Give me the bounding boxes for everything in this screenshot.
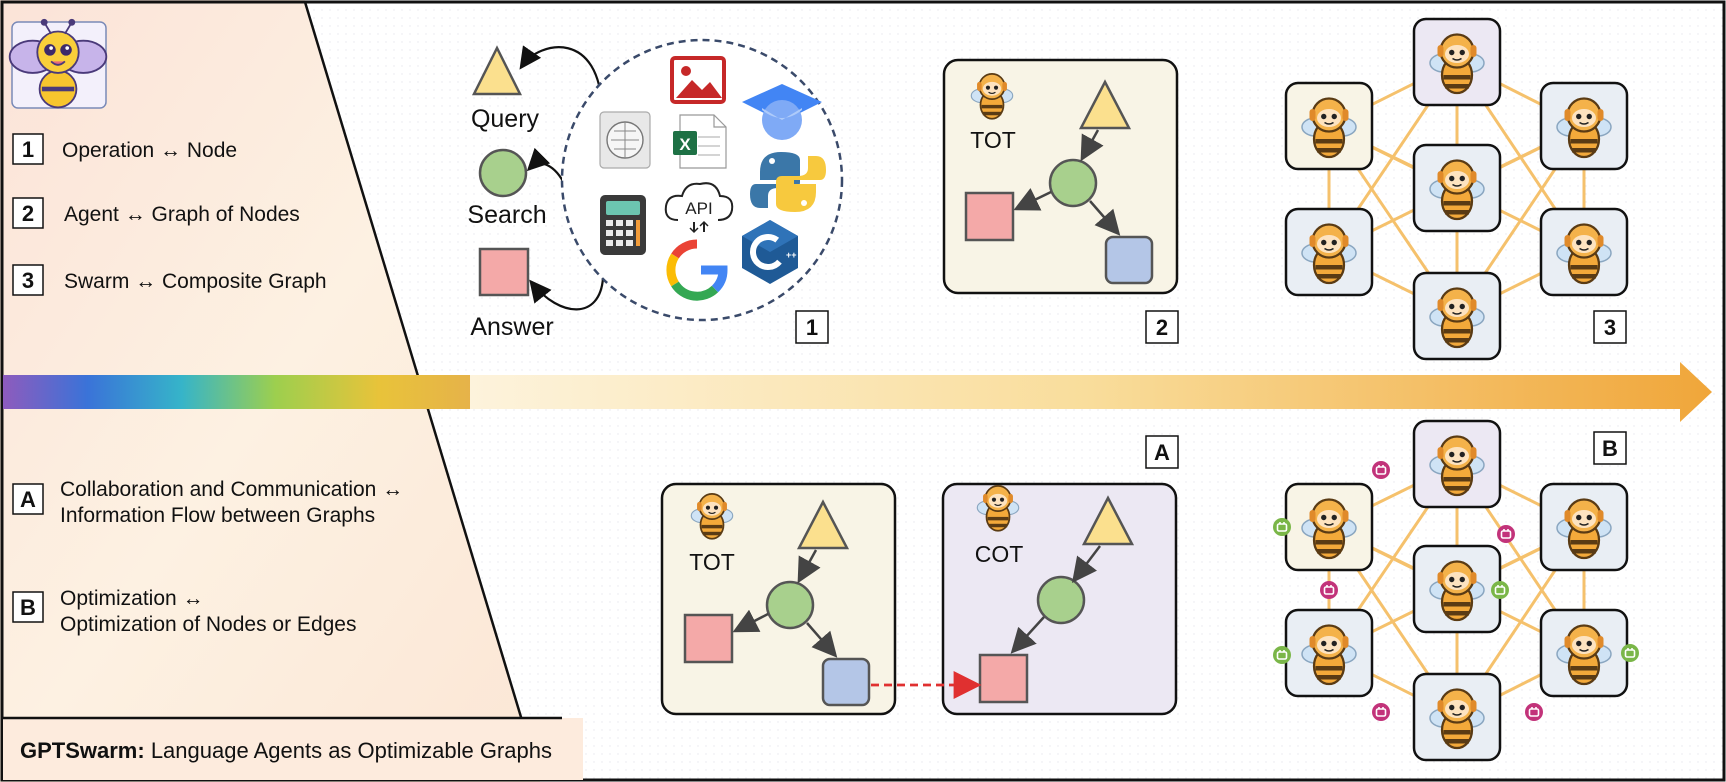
rainbow-band bbox=[3, 375, 473, 409]
agent-node-center bbox=[1412, 544, 1502, 634]
footer-bold: GPTSwarm: bbox=[20, 738, 145, 763]
excel-icon: X bbox=[673, 114, 727, 169]
agent-node-upper-left bbox=[1284, 482, 1374, 572]
api-cloud-icon: API bbox=[664, 182, 734, 234]
optimization-badge-icon bbox=[1524, 702, 1544, 722]
optimization-badge-icon bbox=[1272, 645, 1292, 665]
search-label: Search bbox=[467, 201, 546, 229]
optimization-badge-icon bbox=[1496, 524, 1516, 544]
agent-node-top bbox=[1412, 419, 1502, 509]
scholar-icon bbox=[742, 84, 822, 140]
answer-arrow bbox=[529, 277, 605, 311]
agent-node-upper-right bbox=[1539, 81, 1629, 171]
optimization-badge-icon bbox=[1371, 460, 1391, 480]
search-circle bbox=[478, 148, 528, 198]
agent-node-lower-left bbox=[1284, 608, 1374, 698]
legend-item-2: 2 Agent ↔ Graph of Nodes bbox=[12, 197, 300, 229]
bee-logo-icon bbox=[8, 18, 108, 109]
agent-node-top bbox=[1412, 17, 1502, 107]
legend-text: Swarm ↔ Composite Graph bbox=[64, 270, 327, 293]
legend-text: Operation ↔ Node bbox=[62, 139, 237, 162]
query-triangle bbox=[471, 45, 523, 96]
panel-3-number: 3 bbox=[1604, 315, 1616, 340]
optimization-badge-icon bbox=[1319, 580, 1339, 600]
legend-item-1: 1 Operation ↔ Node bbox=[12, 133, 237, 165]
answer-label: Answer bbox=[470, 313, 553, 341]
footer-title: GPTSwarm: Language Agents as Optimizable… bbox=[3, 716, 583, 780]
legend-key: A bbox=[20, 487, 36, 512]
google-icon bbox=[666, 239, 728, 301]
answer-square bbox=[478, 247, 530, 297]
panel-A-number: A bbox=[1154, 440, 1170, 465]
query-label: Query bbox=[471, 105, 540, 133]
agent-node-lower-right bbox=[1539, 207, 1629, 297]
legend-key: 1 bbox=[22, 137, 34, 162]
python-icon bbox=[750, 152, 826, 212]
legend-item-A: A Collaboration and Communication ↔ Info… bbox=[12, 478, 403, 527]
panel-2-agent: TOT 2 bbox=[942, 58, 1179, 344]
agent-node-lower-right bbox=[1539, 608, 1629, 698]
panel-1-number: 1 bbox=[806, 315, 818, 340]
legend-text-line1: Collaboration and Communication ↔ bbox=[60, 478, 403, 501]
image-icon bbox=[670, 56, 726, 104]
wikipedia-icon bbox=[599, 111, 651, 169]
agent-node-upper-left bbox=[1284, 81, 1374, 171]
svg-text:++: ++ bbox=[786, 250, 797, 260]
circle-node bbox=[1048, 158, 1098, 208]
square-node-red bbox=[964, 191, 1015, 242]
agent-left-label: TOT bbox=[689, 549, 735, 575]
footer-rest: Language Agents as Optimizable Graphs bbox=[145, 738, 552, 763]
calculator-icon bbox=[600, 195, 646, 255]
optimization-badge-icon bbox=[1620, 643, 1640, 663]
legend-text-line1: Optimization ↔ bbox=[60, 587, 204, 610]
panel-3-swarm: 3 bbox=[1284, 17, 1629, 361]
legend-key: 2 bbox=[22, 201, 34, 226]
agent-node-upper-right bbox=[1539, 482, 1629, 572]
square-node-blue bbox=[1104, 235, 1154, 285]
agent-right-label: COT bbox=[975, 541, 1024, 567]
panel-B-number: B bbox=[1602, 436, 1618, 461]
optimization-badge-icon bbox=[1490, 580, 1510, 600]
cpp-icon: ++ bbox=[742, 220, 798, 284]
panel-1-operations: Query Search Answer bbox=[467, 38, 844, 344]
legend-text-line2: Information Flow between Graphs bbox=[60, 504, 375, 527]
optimization-badge-icon bbox=[1371, 702, 1391, 722]
panel-2-number: 2 bbox=[1156, 315, 1168, 340]
legend-text-line2: Optimization of Nodes or Edges bbox=[60, 613, 356, 636]
legend-key: B bbox=[20, 595, 36, 620]
legend-item-B: B Optimization ↔ Optimization of Nodes o… bbox=[12, 587, 356, 636]
progress-arrow bbox=[470, 362, 1712, 422]
legend-text: Agent ↔ Graph of Nodes bbox=[64, 203, 300, 226]
agent-node-lower-left bbox=[1284, 207, 1374, 297]
triangle-node bbox=[1078, 79, 1132, 130]
svg-text:X: X bbox=[679, 135, 691, 154]
panel-B-optimization: B bbox=[1272, 419, 1640, 762]
panel-A-communication: A TOT COT bbox=[660, 435, 1179, 716]
agent-node-center bbox=[1412, 143, 1502, 233]
agent-node-bottom bbox=[1412, 271, 1502, 361]
svg-text:GPTSwarm: Language Agents as O: GPTSwarm: Language Agents as Optimizable… bbox=[20, 738, 552, 763]
legend-key: 3 bbox=[22, 268, 34, 293]
optimization-badge-icon bbox=[1272, 517, 1292, 537]
api-label: API bbox=[685, 199, 712, 218]
legend-item-3: 3 Swarm ↔ Composite Graph bbox=[12, 264, 327, 296]
agent-node-bottom bbox=[1412, 672, 1502, 762]
agent-label: TOT bbox=[970, 127, 1016, 153]
